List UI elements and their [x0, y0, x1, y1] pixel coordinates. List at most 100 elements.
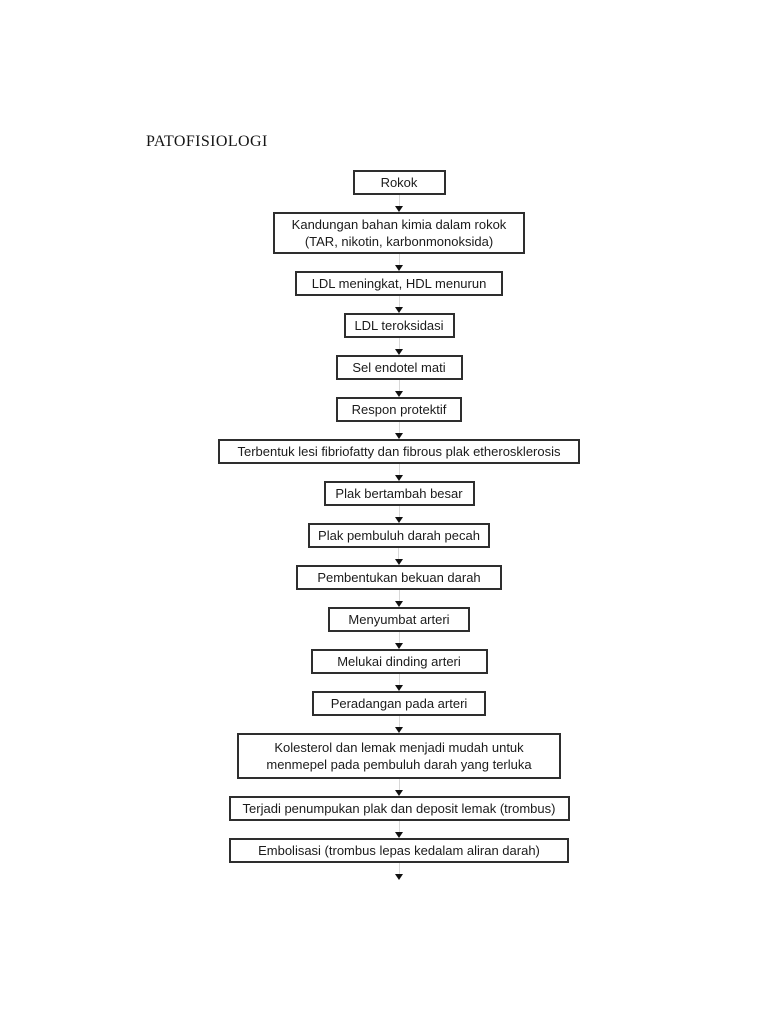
flow-step-plak-bertambah: Plak bertambah besar: [323, 481, 475, 523]
down-arrow-connector: [395, 779, 403, 796]
flow-node-label: Melukai dinding arteri: [337, 654, 461, 669]
flow-node-embolisasi: Embolisasi (trombus lepas kedalam aliran…: [229, 838, 569, 863]
flow-node-menyumbat-arteri: Menyumbat arteri: [328, 607, 470, 632]
connector-line: [398, 296, 400, 307]
down-arrow-connector: [395, 422, 403, 439]
page-title: PATOFISIOLOGI: [146, 133, 268, 150]
flow-node-melukai-dinding: Melukai dinding arteri: [310, 649, 488, 674]
flow-node-label: Peradangan pada arteri: [330, 696, 468, 711]
flow-node-trombus: Terjadi penumpukan plak dan deposit lema…: [228, 796, 570, 821]
flow-step-kolesterol-menempel: Kolesterol dan lemak menjadi mudah untuk…: [237, 733, 561, 796]
flow-node-label: Terjadi penumpukan plak dan deposit lema…: [242, 801, 556, 816]
flow-node-ldl-hdl: LDL meningkat, HDL menurun: [295, 271, 503, 296]
arrowhead-down-icon: [395, 874, 403, 880]
connector-line: [398, 779, 400, 790]
flow-step-embolisasi: Embolisasi (trombus lepas kedalam aliran…: [229, 838, 569, 880]
flow-node-rokok: Rokok: [352, 170, 446, 195]
flow-node-label: Terbentuk lesi fibriofatty dan fibrous p…: [237, 444, 561, 459]
flow-node-ldl-teroksidasi: LDL teroksidasi: [343, 313, 455, 338]
connector-line: [398, 716, 400, 727]
arrowhead-down-icon: [395, 206, 403, 212]
flow-step-menyumbat-arteri: Menyumbat arteri: [328, 607, 470, 649]
arrowhead-down-icon: [395, 832, 403, 838]
connector-line: [398, 590, 400, 601]
down-arrow-connector: [395, 380, 403, 397]
arrowhead-down-icon: [395, 790, 403, 796]
flow-step-ldl-teroksidasi: LDL teroksidasi: [343, 313, 455, 355]
flow-node-plak-bertambah: Plak bertambah besar: [323, 481, 475, 506]
down-arrow-connector: [395, 338, 403, 355]
flow-node-sel-endotel: Sel endotel mati: [335, 355, 463, 380]
flow-node-label: Pembentukan bekuan darah: [317, 570, 481, 585]
flow-node-peradangan-arteri: Peradangan pada arteri: [312, 691, 486, 716]
arrowhead-down-icon: [395, 349, 403, 355]
flow-node-plak-pecah: Plak pembuluh darah pecah: [308, 523, 490, 548]
flow-step-bekuan-darah: Pembentukan bekuan darah: [296, 565, 502, 607]
down-arrow-connector: [395, 506, 403, 523]
connector-line: [398, 464, 400, 475]
flow-node-label: Rokok: [380, 175, 418, 190]
flow-step-melukai-dinding: Melukai dinding arteri: [310, 649, 488, 691]
flow-step-plak-pecah: Plak pembuluh darah pecah: [308, 523, 490, 565]
connector-line: [398, 632, 400, 643]
flow-node-label: Sel endotel mati: [352, 360, 446, 375]
arrowhead-down-icon: [395, 727, 403, 733]
flow-step-sel-endotel: Sel endotel mati: [335, 355, 463, 397]
connector-line: [398, 674, 400, 685]
flow-step-respon-protektif: Respon protektif: [336, 397, 462, 439]
arrowhead-down-icon: [394, 559, 403, 565]
flow-node-label: Embolisasi (trombus lepas kedalam aliran…: [258, 843, 540, 858]
flow-node-label: Plak bertambah besar: [335, 486, 463, 501]
flow-node-label: Plak pembuluh darah pecah: [318, 528, 480, 543]
flow-node-kolesterol-menempel: Kolesterol dan lemak menjadi mudah untuk…: [237, 733, 561, 779]
flow-node-label: LDL teroksidasi: [354, 318, 444, 333]
flow-step-rokok: Rokok: [352, 170, 446, 212]
arrowhead-down-icon: [395, 265, 403, 271]
connector-line: [398, 821, 400, 832]
connector-line: [398, 548, 400, 559]
down-arrow-connector: [395, 716, 403, 733]
flow-node-label: Menyumbat arteri: [348, 612, 450, 627]
arrowhead-down-icon: [395, 685, 403, 691]
arrowhead-down-icon: [395, 517, 403, 523]
arrowhead-down-icon: [395, 307, 403, 313]
down-arrow-connector: [395, 464, 403, 481]
flow-step-lesi-fibriofatty: Terbentuk lesi fibriofatty dan fibrous p…: [218, 439, 580, 481]
flow-node-kandungan-kimia: Kandungan bahan kimia dalam rokok (TAR, n…: [273, 212, 525, 254]
flow-node-bekuan-darah: Pembentukan bekuan darah: [296, 565, 502, 590]
down-arrow-connector: [395, 590, 403, 607]
flow-step-trombus: Terjadi penumpukan plak dan deposit lema…: [228, 796, 570, 838]
arrowhead-down-icon: [395, 601, 403, 607]
flow-node-label: Respon protektif: [351, 402, 447, 417]
flow-node-label: Kandungan bahan kimia dalam rokok: [291, 217, 507, 232]
flow-node-label: menmepel pada pembuluh darah yang terluk…: [266, 757, 532, 772]
connector-line: [398, 422, 400, 433]
down-arrow-connector: [395, 296, 403, 313]
down-arrow-connector: [395, 195, 403, 212]
connector-line: [398, 863, 400, 874]
flow-step-ldl-hdl: LDL meningkat, HDL menurun: [295, 271, 503, 313]
down-arrow-connector: [395, 674, 403, 691]
down-arrow-connector: [395, 632, 403, 649]
down-arrow-connector: [395, 821, 403, 838]
flow-node-lesi-fibriofatty: Terbentuk lesi fibriofatty dan fibrous p…: [218, 439, 580, 464]
down-arrow-connector: [394, 548, 403, 565]
connector-line: [398, 506, 400, 517]
flow-node-label: Kolesterol dan lemak menjadi mudah untuk: [274, 740, 524, 755]
arrowhead-down-icon: [395, 475, 403, 481]
arrowhead-down-icon: [395, 433, 403, 439]
down-arrow-connector: [395, 863, 403, 880]
flow-step-peradangan-arteri: Peradangan pada arteri: [312, 691, 486, 733]
connector-line: [398, 254, 400, 265]
arrowhead-down-icon: [395, 643, 403, 649]
down-arrow-connector: [395, 254, 403, 271]
connector-line: [398, 195, 400, 206]
flow-node-label: (TAR, nikotin, karbonmonoksida): [304, 234, 494, 249]
flow-node-label: LDL meningkat, HDL menurun: [311, 276, 487, 291]
connector-line: [398, 338, 400, 349]
flow-step-kandungan-kimia: Kandungan bahan kimia dalam rokok (TAR, n…: [273, 212, 525, 271]
arrowhead-down-icon: [395, 391, 403, 397]
connector-line: [398, 380, 400, 391]
flow-node-respon-protektif: Respon protektif: [336, 397, 462, 422]
